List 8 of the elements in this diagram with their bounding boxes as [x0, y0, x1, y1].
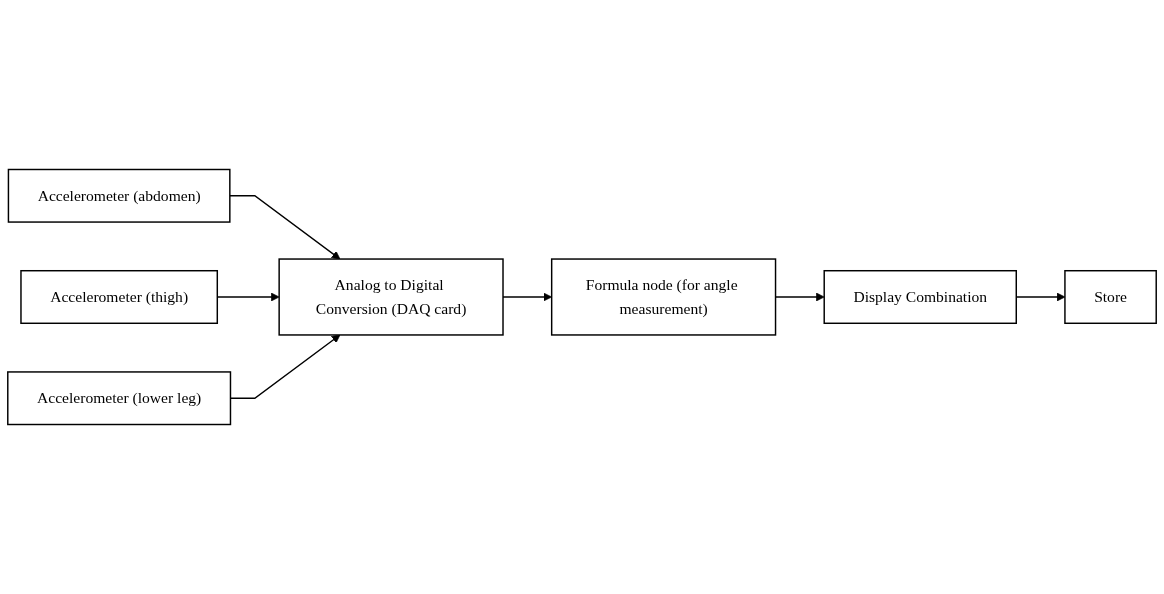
node-box: Display Combination [823, 270, 1017, 324]
node-box: Accelerometer (abdomen) [7, 168, 231, 223]
node-box: Accelerometer (thigh) [20, 270, 218, 324]
node-box: Formula node (for angle measurement) [550, 258, 777, 336]
node-box: Store [1064, 270, 1157, 324]
node-box: Accelerometer (lower leg) [7, 371, 232, 426]
node-box: Analog to Digital Conversion (DAQ card) [278, 258, 504, 336]
arrow [229, 195, 341, 260]
